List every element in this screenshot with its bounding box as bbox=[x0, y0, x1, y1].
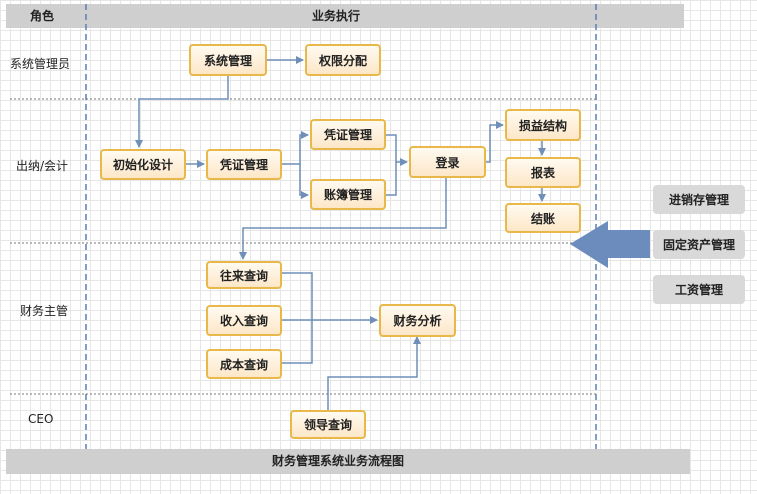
footer-title: 财务管理系统业务流程图 bbox=[272, 454, 405, 468]
connector bbox=[299, 164, 309, 199]
lane-label-system-admin: 系统管理员 bbox=[10, 57, 71, 71]
node-login[interactable]: 登录 bbox=[409, 146, 486, 178]
node-cost-query[interactable]: 成本查询 bbox=[206, 349, 282, 379]
connector bbox=[282, 272, 313, 364]
connector bbox=[135, 76, 229, 148]
node-closing[interactable]: 结账 bbox=[505, 203, 581, 233]
node-contact-query[interactable]: 往来查询 bbox=[206, 261, 282, 289]
header-execution: 业务执行 bbox=[312, 9, 361, 23]
node-report[interactable]: 报表 bbox=[505, 157, 581, 188]
connector bbox=[327, 336, 421, 410]
lane-label-cashier-accountant: 出纳/会计 bbox=[16, 159, 69, 173]
big-left-arrow bbox=[570, 221, 650, 268]
node-voucher-management-2[interactable]: 凭证管理 bbox=[310, 119, 386, 150]
connector bbox=[386, 162, 397, 196]
lane-label-ceo: CEO bbox=[28, 412, 54, 426]
side-module-inventory[interactable]: 进销存管理 bbox=[653, 185, 745, 214]
side-module-payroll[interactable]: 工资管理 bbox=[653, 275, 745, 304]
lane-label-finance-manager: 财务主管 bbox=[20, 304, 69, 318]
connector bbox=[282, 131, 309, 165]
header-bar bbox=[6, 4, 684, 28]
node-initialization-design[interactable]: 初始化设计 bbox=[100, 149, 186, 180]
header-role: 角色 bbox=[30, 9, 55, 23]
node-income-query[interactable]: 收入查询 bbox=[206, 305, 282, 336]
connector bbox=[239, 178, 447, 260]
footer-bar bbox=[6, 449, 690, 474]
node-system-management[interactable]: 系统管理 bbox=[189, 44, 267, 76]
node-ledger-management[interactable]: 账簿管理 bbox=[310, 179, 386, 210]
node-voucher-management[interactable]: 凭证管理 bbox=[206, 149, 282, 180]
connector bbox=[386, 134, 408, 166]
node-permission-assignment[interactable]: 权限分配 bbox=[305, 44, 381, 76]
side-module-fixed-assets[interactable]: 固定资产管理 bbox=[653, 230, 745, 259]
node-profit-loss-structure[interactable]: 损益结构 bbox=[505, 109, 581, 141]
connector bbox=[486, 121, 504, 163]
node-leader-query[interactable]: 领导查询 bbox=[290, 410, 366, 439]
node-financial-analysis[interactable]: 财务分析 bbox=[379, 304, 456, 337]
